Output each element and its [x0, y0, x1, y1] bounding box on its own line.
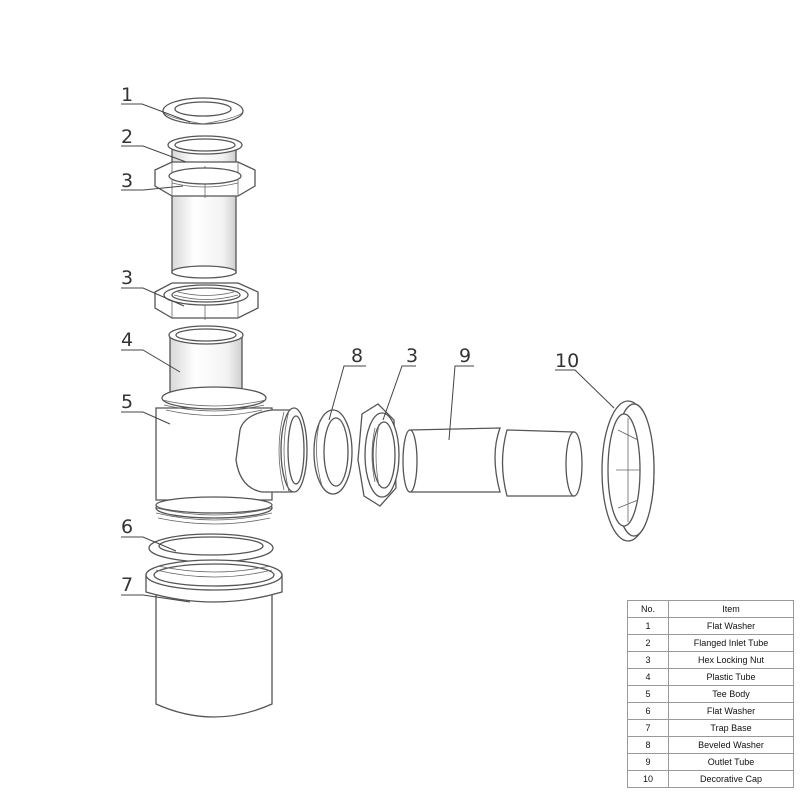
callout-3c: 3 — [406, 345, 418, 367]
row-item: Tee Body — [668, 685, 794, 703]
row-item: Outlet Tube — [668, 753, 794, 771]
callout-5: 5 — [121, 391, 133, 413]
part-3-hex-nut-middle — [154, 282, 259, 320]
callout-3b: 3 — [121, 267, 133, 289]
table-row: 9 Outlet Tube — [627, 753, 794, 771]
callout-8: 8 — [351, 345, 363, 367]
row-no: 10 — [627, 770, 669, 788]
part-1-flat-washer — [162, 97, 244, 125]
row-item: Trap Base — [668, 719, 794, 737]
callout-1: 1 — [121, 84, 133, 106]
row-item: Decorative Cap — [668, 770, 794, 788]
table-row: 2 Flanged Inlet Tube — [627, 634, 794, 652]
row-no: 3 — [627, 651, 669, 669]
row-no: 8 — [627, 736, 669, 754]
row-no: 7 — [627, 719, 669, 737]
header-item: Item — [668, 600, 794, 618]
row-no: 9 — [627, 753, 669, 771]
row-no: 6 — [627, 702, 669, 720]
callouts: 1 2 3 3 4 5 6 7 8 3 9 10 — [121, 84, 615, 603]
table-row: 5 Tee Body — [627, 685, 794, 703]
part-5-tee-body — [155, 386, 308, 525]
row-item: Flat Washer — [668, 617, 794, 635]
table-row: 10 Decorative Cap — [627, 770, 794, 788]
part-6-flat-washer — [148, 533, 274, 563]
table-row: 1 Flat Washer — [627, 617, 794, 635]
part-8-beveled-washer — [313, 409, 353, 495]
part-10-decorative-cap — [601, 400, 655, 542]
row-no: 5 — [627, 685, 669, 703]
part-9-outlet-tube — [402, 427, 583, 497]
part-2-flanged-inlet-tube — [167, 135, 243, 279]
table-row: 3 Hex Locking Nut — [627, 651, 794, 669]
row-item: Hex Locking Nut — [668, 651, 794, 669]
header-no: No. — [627, 600, 669, 618]
callout-2: 2 — [121, 126, 133, 148]
parts-table: No. Item 1 Flat Washer 2 Flanged Inlet T… — [627, 600, 794, 788]
table-row: 8 Beveled Washer — [627, 736, 794, 754]
row-item: Plastic Tube — [668, 668, 794, 686]
callout-4: 4 — [121, 329, 133, 351]
row-item: Flat Washer — [668, 702, 794, 720]
part-7-trap-base — [145, 559, 283, 718]
row-item: Flanged Inlet Tube — [668, 634, 794, 652]
callout-10: 10 — [555, 350, 579, 372]
table-row: 6 Flat Washer — [627, 702, 794, 720]
row-no: 1 — [627, 617, 669, 635]
table-header-row: No. Item — [627, 600, 794, 618]
callout-7: 7 — [121, 574, 133, 596]
part-3-hex-nut-top — [154, 161, 256, 198]
callout-3a: 3 — [121, 170, 133, 192]
row-item: Beveled Washer — [668, 736, 794, 754]
row-no: 4 — [627, 668, 669, 686]
callout-6: 6 — [121, 516, 133, 538]
callout-9: 9 — [459, 345, 471, 367]
table-row: 7 Trap Base — [627, 719, 794, 737]
part-3-hex-nut-right — [357, 403, 400, 507]
row-no: 2 — [627, 634, 669, 652]
table-row: 4 Plastic Tube — [627, 668, 794, 686]
